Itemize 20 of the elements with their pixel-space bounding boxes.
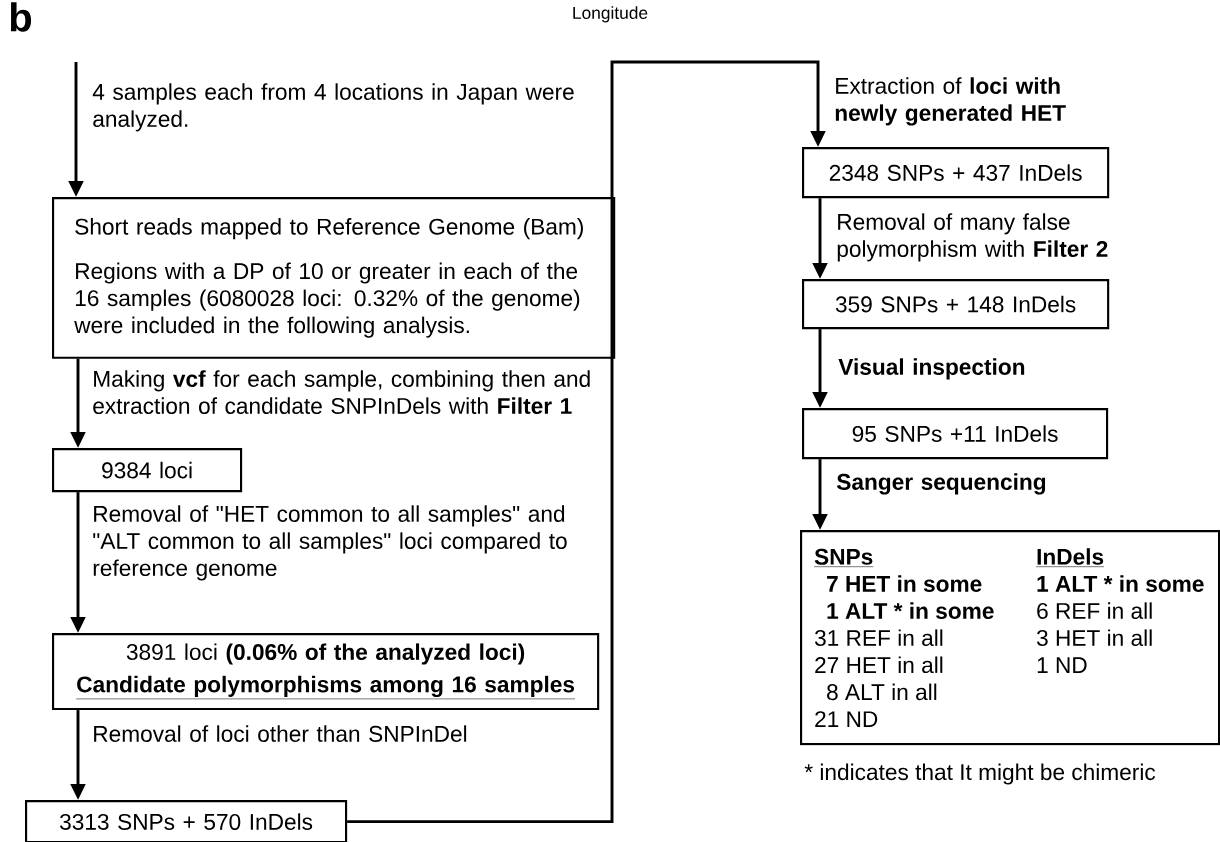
edge-label: Extraction of loci with newly generated HET bbox=[835, 77, 1066, 126]
footnote: * indicates that It might be chimeric bbox=[804, 763, 1156, 785]
process-box: Short reads mapped to Reference Genome (Bam) Regions with a DP of 10 or greater in each of the 16 samples (6080028 loci: 0.32% of the genome) were included in the following analysis. bbox=[52, 197, 616, 359]
process-box: 3891 loci (0.06% of the analyzed loci) Candidate polymorphisms among 16 samples bbox=[52, 633, 600, 711]
process-box: 3313 SNPs + 570 InDels bbox=[25, 800, 348, 842]
edge-label: Removal of many false polymorphism with Filter 2 bbox=[837, 213, 1108, 262]
edge-label: Removal of "HET common to all samples" and "ALT common to all samples" loci compared to reference genome bbox=[93, 505, 567, 581]
process-box: 95 SNPs +11 InDels bbox=[802, 408, 1109, 460]
edge-label: 4 samples each from 4 locations in Japan were analyzed. bbox=[92, 83, 574, 132]
panel-letter: b bbox=[10, 2, 32, 32]
process-box: 359 SNPs + 148 InDels bbox=[802, 279, 1110, 330]
edge-label: Sanger sequencing bbox=[836, 473, 1046, 495]
edge-label: Making vcf for each sample, combining then and extraction of candidate SNPInDels with Filter 1 bbox=[93, 370, 590, 414]
result-box: SNPs 7 HET in some 1 ALT * in some 31 REF in all 27 HET in all 8 ALT in all 21 ND InDels 1 ALT * in some 6 REF in all 3 HET in all 1 ND bbox=[800, 530, 1220, 746]
edge-label: Visual inspection bbox=[838, 358, 1025, 380]
process-box: 2348 SNPs + 437 InDels bbox=[802, 147, 1110, 199]
process-box: 9384 loci bbox=[52, 448, 243, 493]
arrow bbox=[347, 60, 826, 824]
edge-label: Removal of loci other than SNPInDel bbox=[94, 725, 467, 742]
axis-title: Longitude bbox=[573, 6, 648, 23]
